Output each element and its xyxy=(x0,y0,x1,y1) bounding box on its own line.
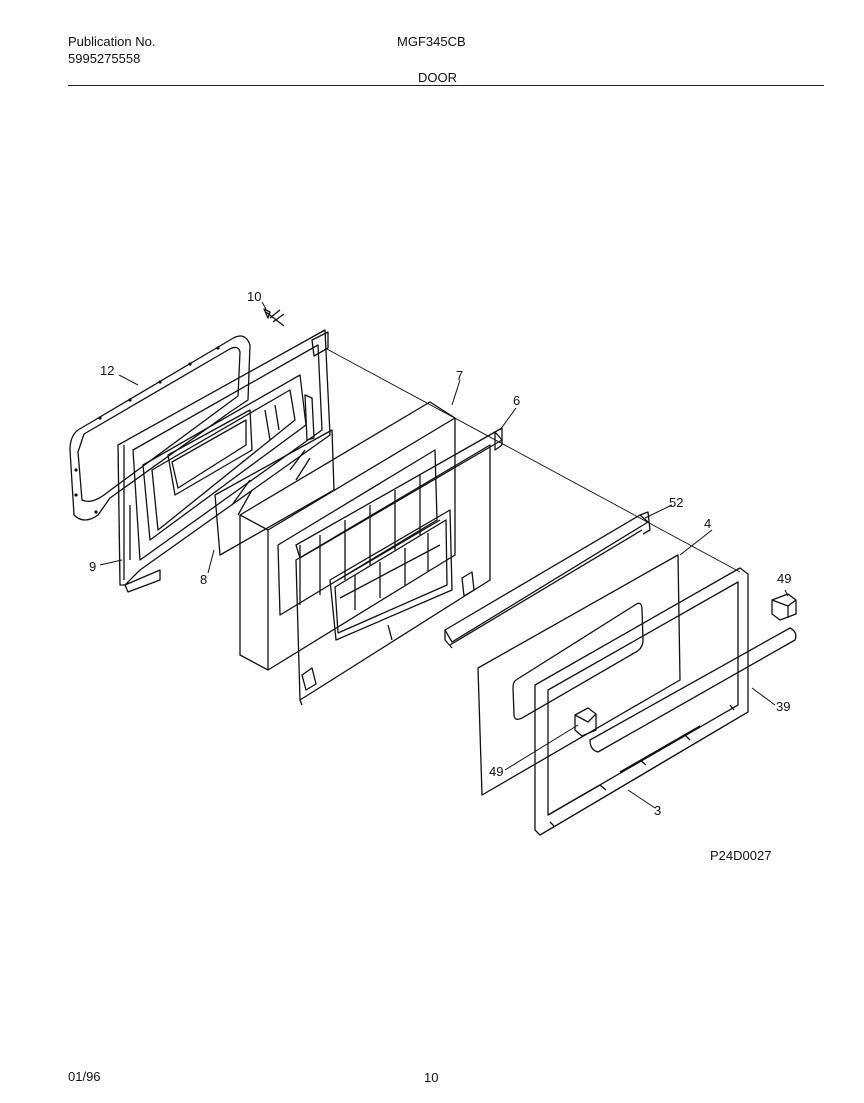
callout-12: 12 xyxy=(100,363,114,378)
callout-52: 52 xyxy=(669,495,683,510)
callout-3: 3 xyxy=(654,803,661,818)
callout-49-left: 49 xyxy=(489,764,503,779)
callout-49-right: 49 xyxy=(777,571,791,586)
header-rule xyxy=(68,85,824,86)
publication-number: 5995275558 xyxy=(68,51,141,66)
page-number: 10 xyxy=(424,1070,439,1085)
callout-39: 39 xyxy=(776,699,790,714)
part-10-screw xyxy=(263,308,285,327)
section-title: DOOR xyxy=(418,70,457,85)
part-3-frame xyxy=(534,567,749,836)
callout-7: 7 xyxy=(456,368,463,383)
callout-6: 6 xyxy=(513,393,520,408)
callout-4: 4 xyxy=(704,516,711,531)
callout-9: 9 xyxy=(89,559,96,574)
diagram-reference-code: P24D0027 xyxy=(710,848,771,863)
part-49-clip-right xyxy=(771,593,797,621)
part-12-gasket xyxy=(69,335,251,521)
callout-10: 10 xyxy=(247,289,261,304)
footer-date: 01/96 xyxy=(68,1069,101,1084)
part-39-handle xyxy=(589,627,797,753)
callout-8: 8 xyxy=(200,572,207,587)
part-9-inner-panel xyxy=(117,329,331,593)
part-49-clip-left xyxy=(574,707,597,737)
publication-label: Publication No. xyxy=(68,34,156,49)
model-number: MGF345CB xyxy=(397,34,466,49)
part-4-outer-glass xyxy=(477,554,681,796)
part-7-insulation xyxy=(239,401,456,671)
part-6-liner xyxy=(295,427,503,706)
part-52-vent xyxy=(444,511,651,649)
